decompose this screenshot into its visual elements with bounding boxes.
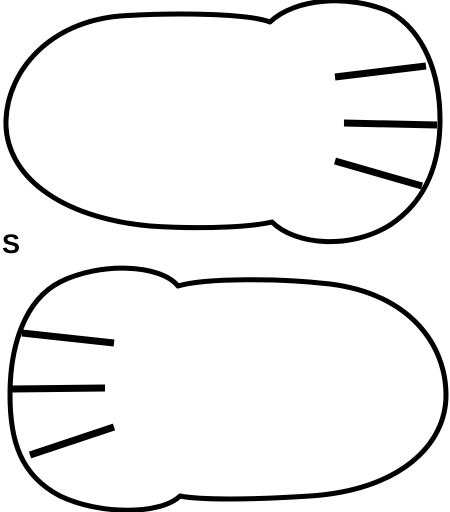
upper-toe-line-2 bbox=[344, 123, 437, 125]
upper-paw-print bbox=[6, 1, 440, 242]
lower-toe-line-2 bbox=[12, 388, 105, 389]
side-label: S bbox=[2, 229, 20, 259]
lower-paw-print bbox=[10, 268, 446, 510]
